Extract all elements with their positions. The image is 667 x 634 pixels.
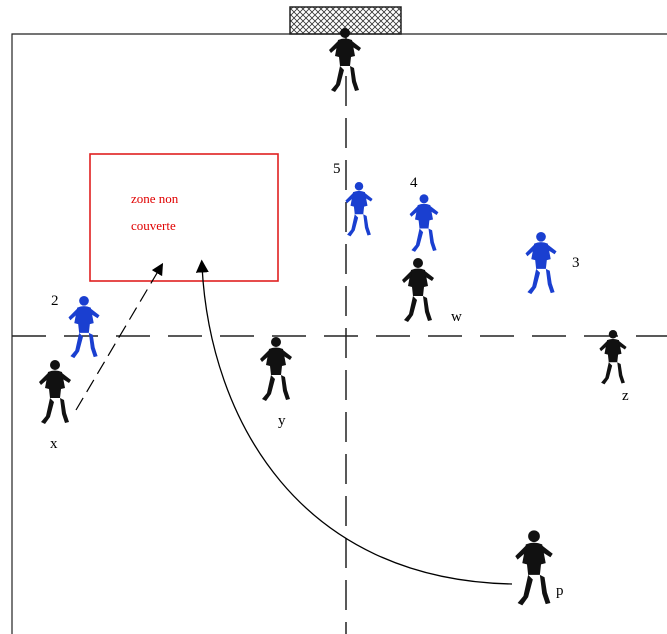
- defender-2-figure: [68, 295, 100, 359]
- zone-label-line2: couverte: [131, 218, 176, 233]
- defender-5-figure: [345, 181, 373, 237]
- defender-3-figure: [525, 231, 557, 295]
- defender-2-label: 2: [51, 293, 59, 309]
- attacker-w-label: w: [451, 309, 462, 325]
- attacker-w-figure: [402, 258, 434, 322]
- run-arrow-x: [75, 262, 164, 411]
- attacker-z-figure: [599, 329, 627, 385]
- defender-4-label: 4: [410, 175, 418, 191]
- attacker-y-figure: [260, 337, 292, 401]
- defender-3-label: 3: [572, 255, 580, 271]
- attacker-p-figure: [515, 530, 553, 606]
- uncovered-zone-box: [89, 153, 279, 282]
- defender-5-label: 5: [333, 161, 341, 177]
- attacker-p-label: p: [556, 583, 564, 599]
- goalkeeper-figure: [329, 28, 361, 92]
- attacker-y-label: y: [278, 413, 286, 429]
- court-boundary: [11, 33, 667, 634]
- zone-label-line1: zone non: [131, 191, 179, 206]
- attacker-z-label: z: [622, 388, 629, 404]
- pass-arrow-p: [195, 259, 513, 585]
- defender-4-figure: [409, 194, 439, 252]
- attacker-x-figure: [39, 360, 71, 424]
- attacker-x-label: x: [50, 436, 58, 452]
